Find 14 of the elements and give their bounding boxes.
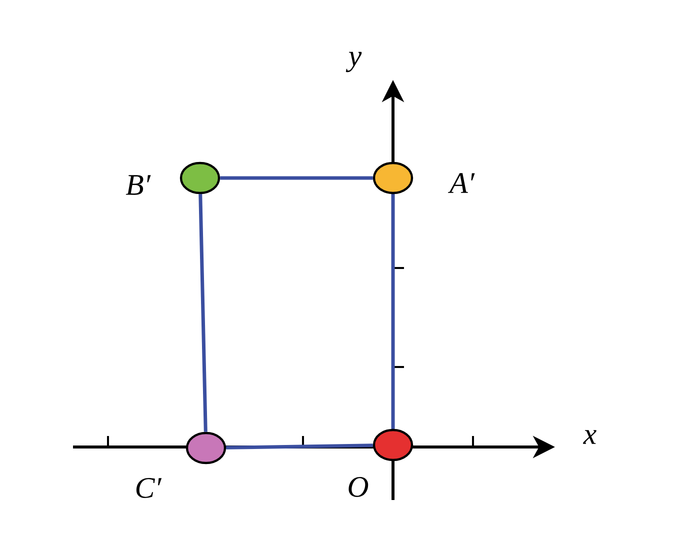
point-marker xyxy=(180,162,220,194)
rectangle-side xyxy=(391,194,395,429)
axis-label: y xyxy=(346,52,362,72)
point-marker xyxy=(186,432,226,464)
point-label: A′ xyxy=(448,173,475,193)
rectangle-side xyxy=(198,194,208,432)
point-marker xyxy=(372,428,414,462)
point-label: O xyxy=(348,476,368,498)
rectangle-side xyxy=(220,176,373,180)
point-marker xyxy=(372,162,414,194)
point-label: B′ xyxy=(126,175,151,195)
point-label: C′ xyxy=(136,478,162,498)
rectangle-side xyxy=(226,444,373,450)
axis-label: x xyxy=(583,430,596,444)
